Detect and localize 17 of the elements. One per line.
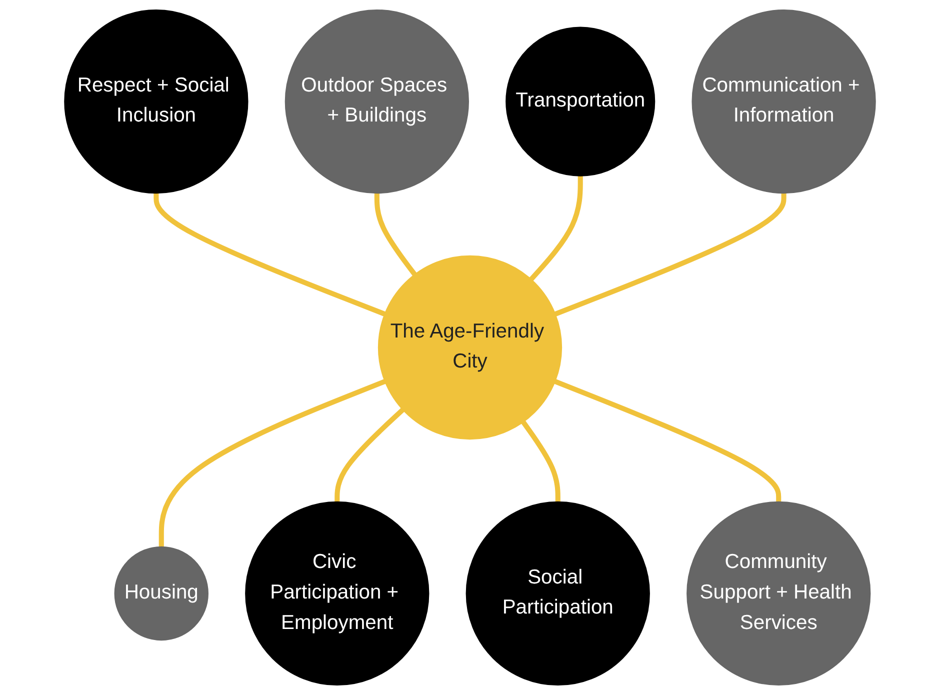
connector bbox=[158, 379, 386, 547]
node-circle: The Age-Friendly City bbox=[378, 255, 562, 440]
node-circle: Housing bbox=[114, 546, 208, 641]
node-circle: Social Participation bbox=[466, 501, 650, 686]
connector bbox=[554, 192, 786, 316]
node-circle: Outdoor Spaces + Buildings bbox=[284, 9, 469, 194]
connector bbox=[334, 408, 405, 502]
connector bbox=[154, 192, 386, 316]
node-circle: Respect + Social Inclusion bbox=[64, 9, 248, 194]
node-circle: Community Support + Health Services bbox=[686, 501, 871, 686]
node-circle: Communication + Information bbox=[692, 9, 876, 194]
node-circle: Civic Participation + Employment bbox=[245, 501, 430, 686]
connector bbox=[554, 379, 782, 502]
connector bbox=[374, 192, 417, 276]
connector bbox=[529, 176, 583, 282]
node-circle: Transportation bbox=[506, 26, 656, 176]
connector bbox=[521, 420, 560, 502]
